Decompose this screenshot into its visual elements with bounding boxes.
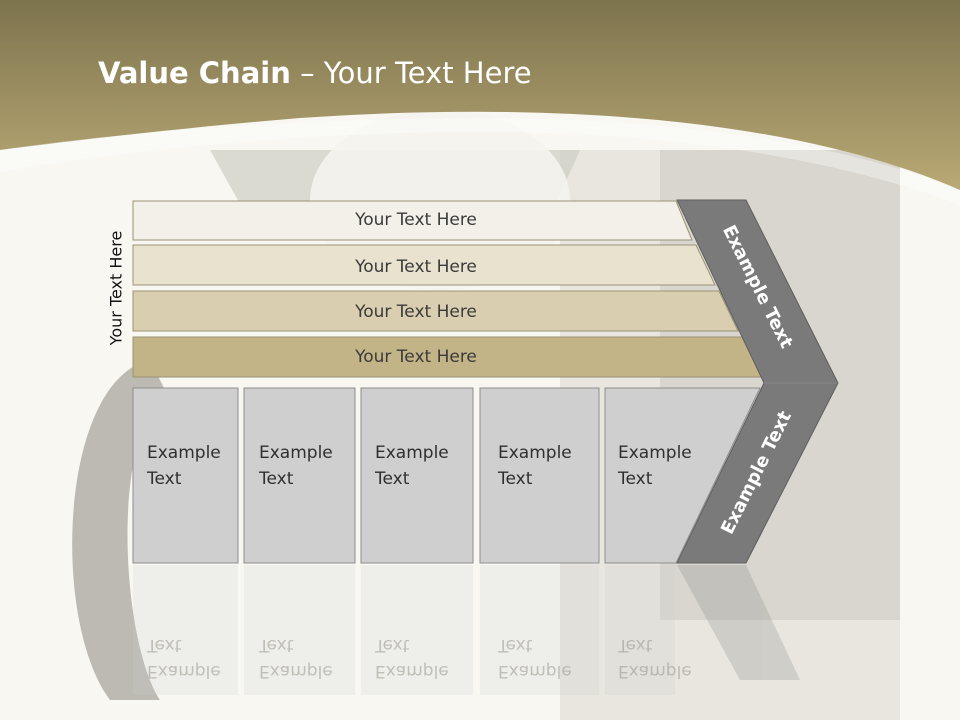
box-1-line1: Example	[147, 443, 221, 463]
bar-1-label: Your Text Here	[354, 210, 477, 230]
box-1-reflection: Example Text	[147, 632, 221, 684]
box-2-line2: Text	[259, 469, 294, 489]
box-5-reflection: Example Text	[618, 632, 692, 684]
box-5-line2: Text	[618, 469, 653, 489]
box-3-refl-line2: Text	[375, 635, 410, 655]
box-3[interactable]	[360, 387, 474, 564]
bar-2[interactable]	[132, 244, 716, 286]
slide-title: Value Chain – Your Text Here	[98, 56, 532, 90]
box-5-refl-line2: Text	[618, 635, 653, 655]
box-1[interactable]	[132, 387, 239, 564]
box-1-line2: Text	[147, 469, 182, 489]
box-3-refl-line1: Example	[375, 661, 449, 681]
title-bold: Value Chain	[98, 56, 291, 90]
box-3-line2: Text	[375, 469, 410, 489]
bar-1[interactable]	[132, 200, 693, 241]
box-1-refl-line1: Example	[147, 661, 221, 681]
box-5-line1: Example	[618, 443, 692, 463]
box-3-line1: Example	[375, 443, 449, 463]
box-3-reflection: Example Text	[375, 632, 449, 684]
bar-3[interactable]	[132, 290, 739, 332]
box-4-line2: Text	[498, 469, 533, 489]
box-4-reflection: Example Text	[498, 632, 572, 684]
box-1-refl-line2: Text	[147, 635, 182, 655]
box-4-line1: Example	[498, 443, 572, 463]
box-4[interactable]	[479, 387, 600, 564]
title-rest: – Your Text Here	[290, 56, 532, 90]
bar-4-label: Your Text Here	[354, 347, 477, 367]
box-2-reflection: Example Text	[259, 632, 333, 684]
box-5[interactable]	[604, 387, 761, 564]
box-2-line1: Example	[259, 443, 333, 463]
box-2-refl-line1: Example	[259, 661, 333, 681]
box-2-refl-line2: Text	[259, 635, 294, 655]
box-4-refl-line1: Example	[498, 661, 572, 681]
box-5-refl-line1: Example	[618, 661, 692, 681]
bar-3-label: Your Text Here	[354, 302, 477, 322]
box-4-refl-line2: Text	[498, 635, 533, 655]
box-2[interactable]	[243, 387, 356, 564]
bar-2-label: Your Text Here	[354, 257, 477, 277]
